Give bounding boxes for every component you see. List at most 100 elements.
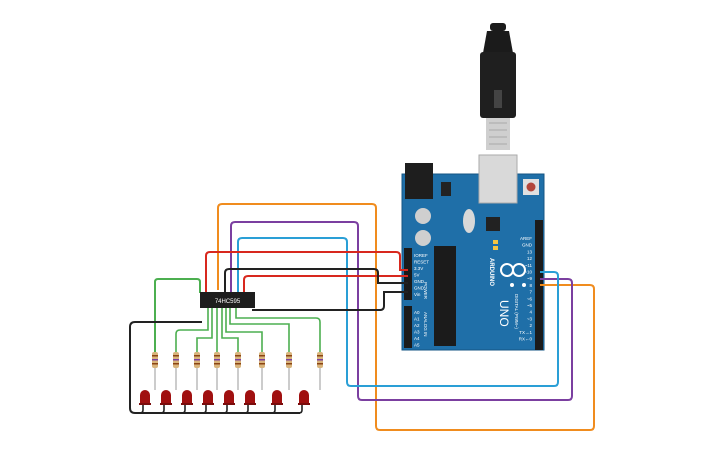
resistor-band <box>194 363 200 365</box>
led[interactable] <box>161 390 171 404</box>
led-lead <box>271 405 276 414</box>
resistor-band <box>194 359 200 361</box>
led-array <box>139 390 310 414</box>
pin-label: 4 <box>529 310 532 315</box>
analog-header-title: ANALOG IN <box>423 312 428 337</box>
wire-black-gnd[interactable] <box>224 268 408 294</box>
led-lead <box>181 405 186 414</box>
shift-register-chip[interactable]: 74HC595 <box>200 292 255 308</box>
pin-label: A1 <box>414 317 420 322</box>
led-base <box>271 403 283 405</box>
led[interactable] <box>272 390 282 404</box>
led-base <box>160 403 172 405</box>
resistor-leads <box>175 308 321 352</box>
wire-orange[interactable] <box>217 203 595 431</box>
pin-label: ~6 <box>527 296 533 301</box>
wire-green-r5[interactable] <box>221 308 239 352</box>
resistor-band <box>214 355 220 357</box>
pin-label: A4 <box>414 336 420 341</box>
arduino-brand-label: ARDUINO <box>488 258 494 286</box>
resistor-band <box>286 355 292 357</box>
crystal <box>463 209 475 233</box>
resistor-band <box>173 363 179 365</box>
resistor-band <box>173 359 179 361</box>
led[interactable] <box>299 390 309 404</box>
capacitor-2 <box>415 230 431 246</box>
pin-label: GND <box>414 286 425 291</box>
resistor-band <box>214 363 220 365</box>
led-base <box>223 403 235 405</box>
wire-purple[interactable] <box>230 221 573 401</box>
resistor-band <box>194 355 200 357</box>
wire-green-r3[interactable] <box>196 308 213 352</box>
pin-label: 3.3V <box>414 266 423 271</box>
pin-label: GND <box>414 279 425 284</box>
pin-label: 5V <box>414 273 420 278</box>
pin-label: ~9 <box>527 276 533 281</box>
wire-black-gnd-2[interactable] <box>252 291 408 311</box>
led-lead <box>139 405 144 414</box>
led-base <box>202 403 214 405</box>
led[interactable] <box>182 390 192 404</box>
arduino-model-label: UNO <box>497 300 511 327</box>
pin-label: A3 <box>414 330 420 335</box>
resistor-band <box>317 363 323 365</box>
pin-label: RESET <box>414 260 429 265</box>
resistor-band <box>235 359 241 361</box>
wire-green-r6[interactable] <box>225 308 263 352</box>
resistor-band <box>235 355 241 357</box>
usb-port <box>478 154 518 204</box>
led-lead <box>223 405 228 414</box>
pin-label: ~3 <box>527 316 533 321</box>
pin-label: A5 <box>414 343 420 348</box>
led-lead <box>202 405 207 414</box>
led-lead <box>298 405 303 414</box>
led-base <box>139 403 151 405</box>
wire-black-led-ground[interactable] <box>129 321 300 414</box>
resistor-band <box>214 359 220 361</box>
pin-label: ~11 <box>525 263 533 268</box>
pin-label: 8 <box>529 283 532 288</box>
resistor-band <box>235 363 241 365</box>
wire-green-top[interactable] <box>154 278 201 352</box>
pin-label: ~10 <box>524 270 532 275</box>
pin-label: AREF <box>520 236 532 241</box>
resistor-band <box>259 359 265 361</box>
resistor-array <box>152 352 323 390</box>
reset-button-cap[interactable] <box>526 182 536 192</box>
pin-label: A0 <box>414 310 420 315</box>
led[interactable] <box>224 390 234 404</box>
led[interactable] <box>203 390 213 404</box>
wire-red-2[interactable] <box>243 275 408 292</box>
resistor-band <box>317 359 323 361</box>
pin-label: ~5 <box>527 303 533 308</box>
arduino-uno-board[interactable]: UNO ARDUINO POWER ANALOG IN DIGITAL (PWM… <box>401 154 545 351</box>
atmega-chip <box>434 246 456 346</box>
power-header <box>404 248 412 300</box>
wire-green-r7[interactable] <box>229 308 290 352</box>
resistor-band <box>286 359 292 361</box>
chip-label: 74HC595 <box>215 299 241 305</box>
resistor-band <box>152 363 158 365</box>
arduino-logo-icon <box>500 263 526 277</box>
digital-header <box>535 220 543 350</box>
resistor-band <box>259 363 265 365</box>
wire-red-5v[interactable] <box>205 251 408 292</box>
analog-header <box>404 306 412 348</box>
led-lead <box>244 405 249 414</box>
led[interactable] <box>245 390 255 404</box>
led[interactable] <box>140 390 150 404</box>
usb-cable[interactable] <box>480 23 516 150</box>
pin-label: 7 <box>529 290 532 295</box>
pin-label: 13 <box>527 249 533 254</box>
resistor-band <box>286 363 292 365</box>
led-lead <box>160 405 165 414</box>
wire-green-r2[interactable] <box>175 308 209 352</box>
wire-cyan[interactable] <box>237 237 559 387</box>
pin-label: RX←0 <box>519 337 533 342</box>
wire-green-r8[interactable] <box>235 308 321 352</box>
